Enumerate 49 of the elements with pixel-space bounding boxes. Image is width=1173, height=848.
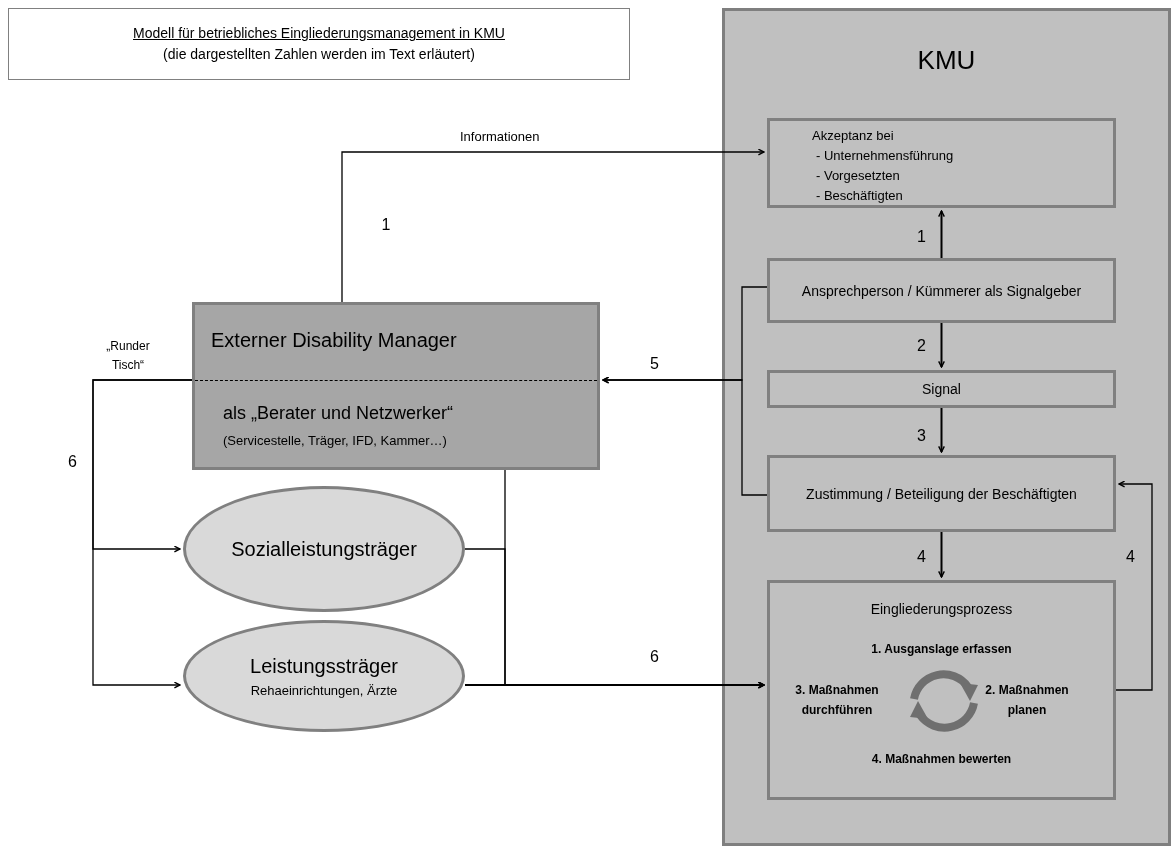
annotation-text: „Runder Tisch“ [106, 339, 150, 372]
process-box [767, 258, 1116, 323]
arrow [938, 322, 945, 368]
node-label: Leistungssträger [250, 654, 398, 680]
node-label: Sozialleistungsträger [231, 537, 417, 562]
panel-heading: KMU [917, 44, 976, 77]
step-label: 4. Maßnahmen bewerten [871, 751, 1012, 768]
step-label: 1. Ausganslage erfassen [871, 641, 1012, 658]
node-note: Rehaeinrichtungen, Ärzte [250, 682, 398, 701]
arrow [938, 531, 945, 578]
edge-label: 3 [917, 427, 926, 444]
edge-label: 6 [68, 453, 77, 470]
box-note: (Servicestelle, Träger, IFD, Kammer…) [223, 433, 447, 448]
process-box [767, 455, 1116, 532]
process-box [767, 118, 1116, 208]
subtitle: (die dargestellten Zahlen werden im Text erläutert) [163, 45, 475, 64]
manager-box [192, 302, 600, 470]
process-box [767, 580, 1116, 800]
step-label: 2. Maßnahmen planen [984, 682, 1070, 719]
arrow [341, 148, 765, 303]
list-item: - Beschäftigten [815, 187, 904, 205]
box-heading: Modell für betriebliches Eingliederungsmanagement in KMU [133, 24, 505, 43]
arrow [938, 407, 945, 453]
box-label: Signal [922, 380, 961, 399]
edge-label: 4 [1126, 548, 1135, 565]
edge-label: Informationen [460, 129, 540, 144]
box-heading: Externer Disability Manager [211, 329, 457, 351]
edge-label: 4 [917, 548, 926, 565]
box-label: Ansprechperson / Kümmerer als Signalgeber [801, 281, 1082, 301]
edge-label: 6 [650, 648, 659, 665]
edge-label: 5 [650, 355, 659, 372]
arrow [504, 469, 765, 689]
organization-panel [722, 8, 1171, 846]
callout-number: 1 [381, 216, 391, 233]
box-heading: Eingliederungsprozess [870, 600, 1013, 619]
list-item: - Vorgesetzten [815, 167, 901, 185]
box-subheading: als „Berater und Netzwerker“ [223, 403, 454, 423]
arrow [92, 379, 193, 689]
arrow [1115, 480, 1153, 691]
list-item: - Unternehmensführung [815, 147, 955, 165]
arrow [602, 376, 768, 496]
box-heading: Akzeptanz bei [812, 127, 895, 145]
edge-label: 1 [917, 228, 926, 245]
edge-label: 2 [917, 337, 926, 354]
process-box [767, 370, 1116, 408]
step-label: 3. Maßnahmen durchführen [794, 682, 880, 719]
title-box [8, 8, 630, 80]
arrow [938, 210, 945, 259]
box-label: Zustimmung / Beteiligung der Beschäftigten [806, 484, 1077, 504]
